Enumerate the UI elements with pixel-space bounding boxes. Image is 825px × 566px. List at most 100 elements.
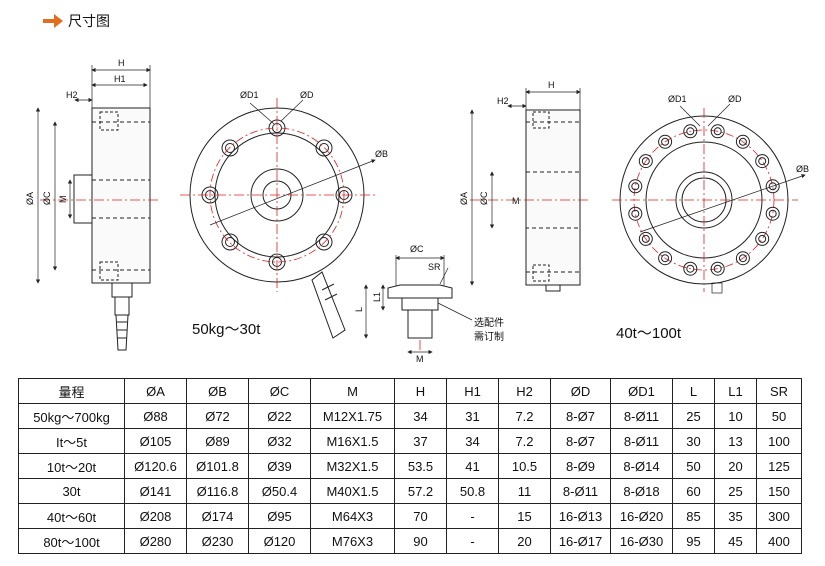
table-cell: 8-Ø14 bbox=[610, 453, 673, 479]
table-cell: Ø89 bbox=[186, 428, 249, 454]
table-cell: 7.2 bbox=[498, 403, 551, 429]
table-cell: 8-Ø11 bbox=[550, 478, 611, 504]
column-header: L bbox=[672, 378, 715, 404]
bolt-hole bbox=[710, 261, 725, 276]
table-cell: M40X1.5 bbox=[310, 478, 395, 504]
bolt-hole bbox=[768, 209, 777, 218]
bolt-hole bbox=[686, 127, 695, 136]
table-cell: 8-Ø11 bbox=[610, 428, 673, 454]
bolt-hole bbox=[683, 261, 698, 276]
table-cell: 16-Ø30 bbox=[610, 528, 673, 554]
table-cell: Ø101.8 bbox=[186, 453, 249, 479]
table-cell: 8-Ø9 bbox=[550, 453, 611, 479]
table-cell: Ø141 bbox=[124, 478, 187, 504]
table-cell: Ø105 bbox=[124, 428, 187, 454]
table-cell: Ø88 bbox=[124, 403, 187, 429]
bolt-hole bbox=[755, 231, 770, 246]
table-cell: Ø230 bbox=[186, 528, 249, 554]
table-cell: 53.5 bbox=[394, 453, 447, 479]
table-cell: 85 bbox=[672, 503, 715, 529]
bolt-hole bbox=[710, 124, 725, 139]
table-cell: 34 bbox=[394, 403, 447, 429]
table-cell: 11 bbox=[498, 478, 551, 504]
column-header: H1 bbox=[446, 378, 499, 404]
bolt-hole bbox=[713, 264, 722, 273]
label-phiC: ØC bbox=[42, 191, 52, 205]
column-header: ØC bbox=[248, 378, 311, 404]
label-phiA-large: ØA bbox=[459, 192, 469, 205]
side-view-small bbox=[73, 107, 151, 351]
bolt-hole bbox=[765, 206, 780, 221]
label-H-large: H bbox=[548, 80, 555, 90]
bolt-hole bbox=[641, 234, 650, 243]
label-phiD1-small: ØD1 bbox=[240, 90, 259, 100]
label-phiB-small: ØB bbox=[375, 149, 388, 159]
side-view-large bbox=[525, 109, 581, 292]
table-cell: 37 bbox=[394, 428, 447, 454]
bolt-hole bbox=[658, 134, 673, 149]
table-cell: 8-Ø7 bbox=[550, 403, 611, 429]
bolt-hole bbox=[638, 231, 653, 246]
accessory-note-2: 需订制 bbox=[474, 330, 504, 343]
accessory-note-1: 选配件 bbox=[474, 316, 504, 329]
label-L: L bbox=[354, 307, 364, 312]
table-cell: M12X1.75 bbox=[310, 403, 395, 429]
center-lines-small bbox=[180, 98, 375, 292]
table-cell: 10 bbox=[714, 403, 757, 429]
table-cell: 57.2 bbox=[394, 478, 447, 504]
column-header: M bbox=[310, 378, 395, 404]
table-cell: Ø116.8 bbox=[186, 478, 249, 504]
label-M-large: M bbox=[512, 196, 520, 206]
label-L1: L1 bbox=[372, 292, 382, 302]
table-cell: 20 bbox=[714, 453, 757, 479]
table-cell: 300 bbox=[756, 503, 802, 529]
column-header: L1 bbox=[714, 378, 757, 404]
bolt-hole bbox=[738, 137, 747, 146]
table-cell: - bbox=[446, 528, 499, 554]
table-cell: 150 bbox=[756, 478, 802, 504]
label-H: H bbox=[118, 58, 125, 68]
table-cell: 10t～20t bbox=[18, 453, 125, 479]
table-cell: 40t～60t bbox=[18, 503, 125, 529]
table-cell: 95 bbox=[672, 528, 715, 554]
table-cell: 50 bbox=[756, 403, 802, 429]
label-phiC-accessory: ØC bbox=[410, 244, 424, 254]
table-cell: Ø95 bbox=[248, 503, 311, 529]
section-title: 尺寸图 bbox=[42, 10, 110, 32]
table-cell: 50 bbox=[672, 453, 715, 479]
table-cell: M76X3 bbox=[310, 528, 395, 554]
table-cell: 31 bbox=[446, 403, 499, 429]
table-cell: Ø120.6 bbox=[124, 453, 187, 479]
column-header: 量程 bbox=[18, 378, 125, 404]
table-cell: Ø22 bbox=[248, 403, 311, 429]
table-cell: 25 bbox=[714, 478, 757, 504]
label-H1: H1 bbox=[114, 74, 126, 84]
table-cell: Ø32 bbox=[248, 428, 311, 454]
bolt-hole bbox=[758, 234, 767, 243]
table-cell: 400 bbox=[756, 528, 802, 554]
bolt-hole bbox=[661, 254, 670, 263]
table-cell: 30 bbox=[672, 428, 715, 454]
column-header: ØD1 bbox=[610, 378, 673, 404]
table-cell: 125 bbox=[756, 453, 802, 479]
bolt-hole bbox=[641, 157, 650, 166]
label-phiC-large: ØC bbox=[479, 191, 489, 205]
label-phiD1-large: ØD1 bbox=[668, 94, 687, 104]
table-cell: 34 bbox=[446, 428, 499, 454]
bolt-hole bbox=[758, 157, 767, 166]
table-cell: Ø50.4 bbox=[248, 478, 311, 504]
table-cell: 20 bbox=[498, 528, 551, 554]
table-cell: 15 bbox=[498, 503, 551, 529]
table-cell: 41 bbox=[446, 453, 499, 479]
label-phiA: ØA bbox=[25, 192, 35, 205]
table-cell: 30t bbox=[18, 478, 125, 504]
table-cell: 100 bbox=[756, 428, 802, 454]
table-cell: Ø39 bbox=[248, 453, 311, 479]
dimension-lines-small bbox=[35, 65, 151, 284]
